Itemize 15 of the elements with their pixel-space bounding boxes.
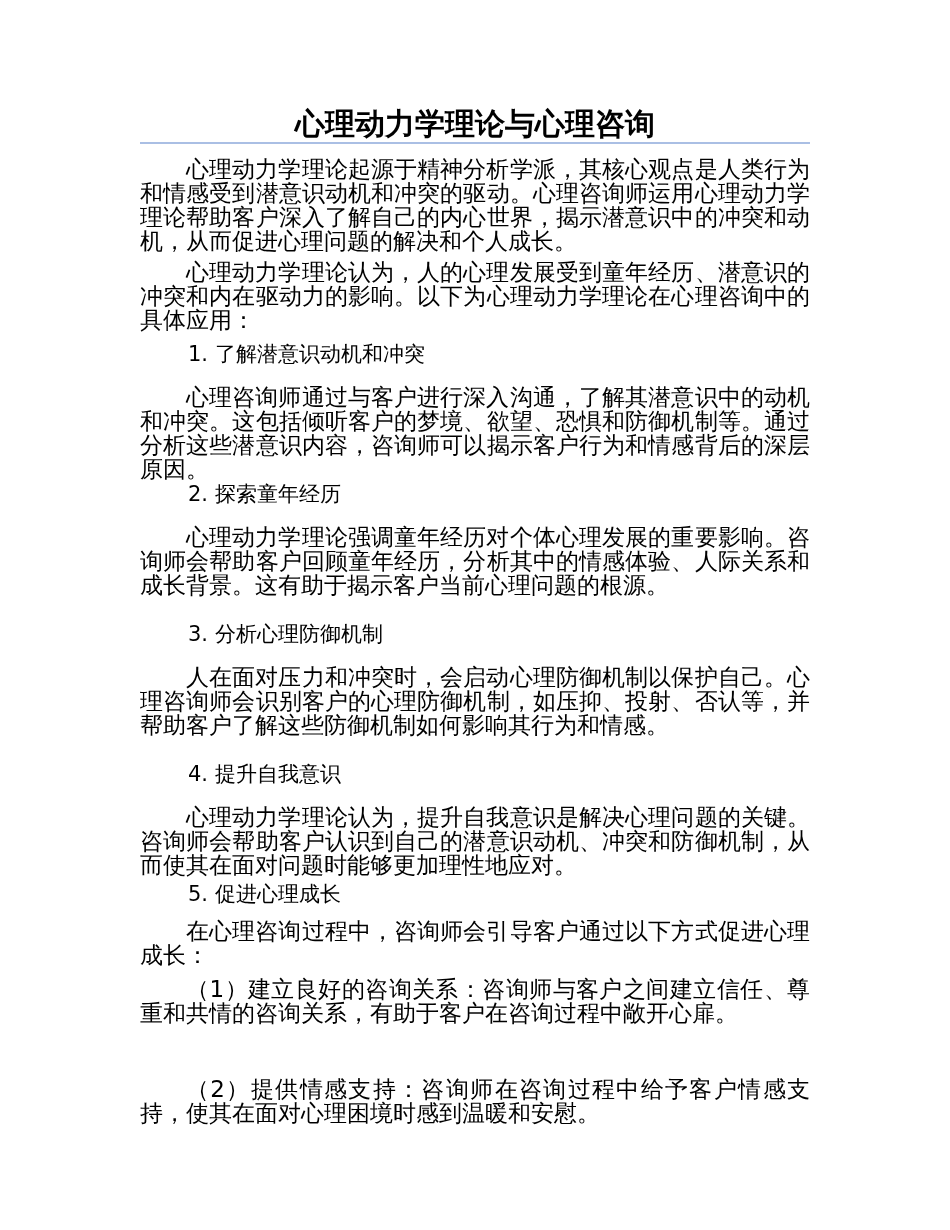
section-heading: 1. 了解潜意识动机和冲突 [188,342,426,366]
paragraph: 心理动力学理论起源于精神分析学派，其核心观点是人类行为和情感受到潜意识动机和冲突的驱动。心理咨询师运用心理动力学理论帮助客户深入了解自己的内心世界，揭示潜意识中的冲突和动机，从而促进心理问题的解决和个人成长。 [140,157,810,253]
paragraph: 心理动力学理论认为，人的心理发展受到童年经历、潜意识的冲突和内在驱动力的影响。以下为心理动力学理论在心理咨询中的具体应用： [140,260,810,332]
paragraph: 在心理咨询过程中，咨询师会引导客户通过以下方式促进心理成长： [140,919,810,967]
paragraph: （1）建立良好的咨询关系：咨询师与客户之间建立信任、尊重和共情的咨询关系，有助于客户在咨询过程中敞开心扉。 [140,977,810,1025]
paragraph: 心理动力学理论认为，提升自我意识是解决心理问题的关键。咨询师会帮助客户认识到自己的潜意识动机、冲突和防御机制，从而使其在面对问题时能够更加理性地应对。 [140,805,810,877]
paragraph: （2）提供情感支持：咨询师在咨询过程中给予客户情感支持，使其在面对心理困境时感到温暖和安慰。 [140,1077,810,1125]
section-heading: 2. 探索童年经历 [188,482,342,506]
paragraph: 人在面对压力和冲突时，会启动心理防御机制以保护自己。心理咨询师会识别客户的心理防御机制，如压抑、投射、否认等，并帮助客户了解这些防御机制如何影响其行为和情感。 [140,665,810,737]
paragraph: 心理咨询师通过与客户进行深入沟通，了解其潜意识中的动机和冲突。这包括倾听客户的梦境、欲望、恐惧和防御机制等。通过分析这些潜意识内容，咨询师可以揭示客户行为和情感背后的深层原因。 [140,385,810,481]
section-heading: 3. 分析心理防御机制 [188,622,384,646]
title: 心理动力学理论与心理咨询 [293,106,656,142]
section-heading: 4. 提升自我意识 [188,762,342,786]
paragraph: 心理动力学理论强调童年经历对个体心理发展的重要影响。咨询师会帮助客户回顾童年经历，分析其中的情感体验、人际关系和成长背景。这有助于揭示客户当前心理问题的根源。 [140,525,810,597]
section-heading: 5. 促进心理成长 [188,882,342,906]
